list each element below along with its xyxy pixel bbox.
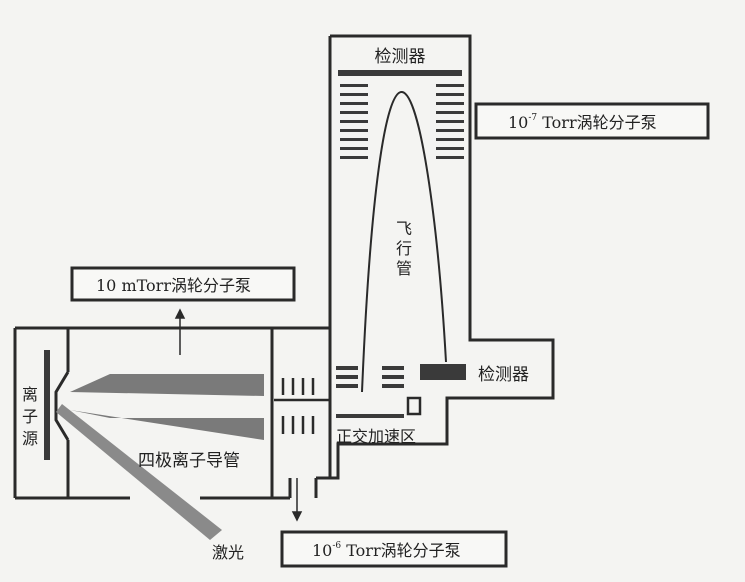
pump-box-bottom bbox=[280, 530, 508, 568]
flight-chamber bbox=[316, 34, 555, 480]
label-quad-guide: 四极离子导管 bbox=[138, 451, 240, 471]
label-pump-left: 10 mTorr涡轮分子泵 bbox=[96, 276, 251, 295]
ion-source-emitter bbox=[44, 350, 70, 460]
label-laser: 激光 bbox=[212, 543, 244, 562]
label-flight-tube-2: 行 bbox=[396, 239, 412, 258]
reflectron-left bbox=[340, 84, 368, 159]
label-detector-right: 检测器 bbox=[478, 365, 529, 385]
label-ion-source-3: 源 bbox=[22, 429, 38, 448]
label-ion-source-1: 离 bbox=[22, 385, 38, 404]
pump-arrow-down bbox=[291, 478, 303, 522]
laser-beam bbox=[56, 404, 222, 540]
label-pump-bottom: 10-6 Torr涡轮分子泵 bbox=[312, 541, 461, 560]
ion-lenses bbox=[281, 378, 315, 434]
top-detector-plate bbox=[338, 70, 462, 76]
ortho-accel-electrodes bbox=[336, 366, 404, 418]
label-detector-top: 检测器 bbox=[375, 47, 426, 67]
label-ortho-accel: 正交加速区 bbox=[336, 427, 416, 446]
pusher-plate bbox=[406, 396, 422, 416]
label-flight-tube-3: 管 bbox=[396, 259, 412, 278]
label-pump-top: 10-7 Torr涡轮分子泵 bbox=[508, 113, 657, 132]
reflectron-right bbox=[436, 84, 464, 159]
ion-flight-path bbox=[361, 91, 447, 393]
pump-arrow-up bbox=[174, 308, 186, 355]
label-ion-source-2: 子 bbox=[22, 407, 38, 426]
label-flight-tube-1: 飞 bbox=[396, 219, 412, 238]
pump-box-top bbox=[474, 102, 710, 140]
right-detector-block bbox=[420, 364, 466, 380]
quadrupole-rod-upper bbox=[70, 374, 264, 396]
quadrupole-rods bbox=[70, 374, 264, 440]
quadrupole-rod-lower bbox=[70, 410, 264, 440]
pump-box-left bbox=[70, 266, 296, 302]
source-chamber bbox=[13, 326, 330, 500]
